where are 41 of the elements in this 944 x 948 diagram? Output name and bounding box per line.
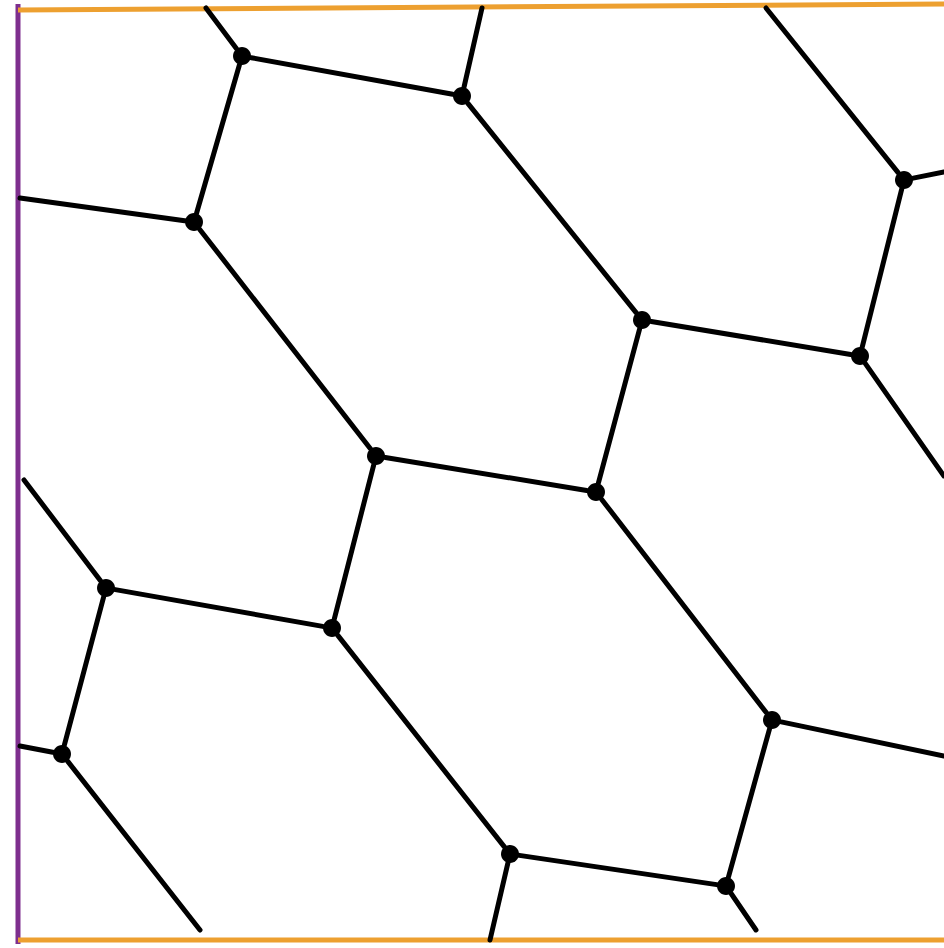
line	[487, 860, 511, 943]
line	[595, 326, 643, 486]
line	[61, 594, 107, 748]
line	[112, 587, 326, 629]
line	[17, 743, 56, 755]
junction-dot	[367, 447, 385, 465]
line	[726, 726, 772, 880]
line	[763, 5, 901, 176]
line	[728, 891, 759, 933]
line	[599, 496, 769, 716]
line	[778, 719, 944, 759]
line	[862, 361, 944, 479]
line	[516, 852, 720, 888]
line	[248, 55, 456, 97]
junction-dot	[53, 745, 71, 763]
junction-dot	[763, 711, 781, 729]
junction-dot	[453, 87, 471, 105]
line	[17, 195, 188, 224]
line	[335, 632, 507, 850]
junction-dot	[633, 311, 651, 329]
junction-dot	[97, 579, 115, 597]
line	[197, 226, 373, 452]
line	[910, 169, 944, 181]
junction-dot	[185, 213, 203, 231]
line	[461, 5, 485, 90]
line	[859, 186, 905, 350]
junction-dot	[851, 347, 869, 365]
line	[648, 319, 854, 357]
line	[65, 758, 203, 933]
line	[194, 62, 242, 216]
line	[382, 455, 590, 493]
junction-dot	[717, 877, 735, 895]
line	[21, 477, 103, 583]
junction-dot	[587, 483, 605, 501]
junction-dot	[501, 845, 519, 863]
line	[203, 5, 239, 51]
junction-dot	[323, 619, 341, 637]
junction-dot	[233, 47, 251, 65]
junction-dot	[895, 171, 913, 189]
line	[465, 100, 639, 316]
line	[331, 462, 377, 622]
